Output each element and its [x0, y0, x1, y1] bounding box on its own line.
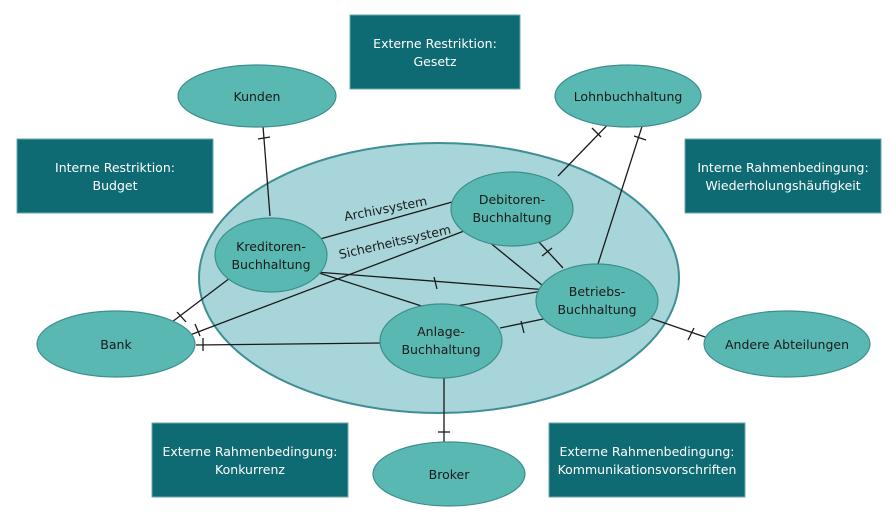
node-label: Kreditoren- [236, 239, 306, 254]
node-kunden: Kunden [177, 64, 337, 128]
box-interne-rahmenbedingung: Interne Rahmenbedingung: Wiederholungshä… [684, 138, 882, 214]
link-debitoren-betriebs-2 [538, 241, 564, 269]
link-kunden-kreditoren [262, 125, 271, 217]
link-bank-sicherheitssystem [189, 227, 473, 336]
node-label: Buchhaltung [401, 342, 480, 357]
tick [194, 323, 201, 337]
link-bank-anlage [195, 342, 384, 346]
node-label: Buchhaltung [472, 210, 551, 225]
tick [687, 327, 695, 341]
node-label: Andere Abteilungen [725, 337, 849, 352]
node-anlage-buchhaltung: Anlage- Buchhaltung [379, 303, 503, 379]
link-kreditoren-betriebs [315, 271, 549, 291]
node-label: Bank [100, 337, 132, 352]
box-line: Budget [93, 178, 138, 193]
link-kreditoren-anlage [315, 271, 435, 311]
node-kreditoren-buchhaltung: Kreditoren- Buchhaltung [214, 217, 328, 293]
box-externe-rahmenbedingung-konkurrenz: Externe Rahmenbedingung: Konkurrenz [151, 422, 349, 498]
node-label: Buchhaltung [231, 257, 310, 272]
node-label: Betriebs- [569, 284, 625, 299]
link-archivsystem [312, 196, 471, 242]
box-line: Externe Rahmenbedingung: [559, 444, 734, 459]
connection-ticks [176, 127, 695, 433]
tick [433, 276, 438, 290]
node-betriebs-buchhaltung: Betriebs- Buchhaltung [535, 263, 659, 339]
box-line: Externe Restriktion: [373, 36, 497, 51]
box-line: Wiederholungshäufigkeit [705, 178, 860, 193]
node-label: Kunden [234, 89, 281, 104]
box-interne-restriktion: Interne Restriktion: Budget [16, 138, 214, 214]
tick [257, 136, 271, 140]
link-betriebs-lohn [597, 113, 647, 265]
box-externe-rahmenbedingung-kommunikation: Externe Rahmenbedingung: Kommunikationsv… [548, 422, 746, 498]
node-label: Debitoren- [479, 192, 545, 207]
box-externe-restriktion: Externe Restriktion: Gesetz [349, 14, 521, 90]
node-label: Lohnbuchhaltung [574, 89, 683, 104]
node-broker: Broker [372, 441, 526, 507]
box-line: Externe Rahmenbedingung: [162, 444, 337, 459]
node-lohnbuchhaltung: Lohnbuchhaltung [554, 64, 702, 128]
tick [176, 311, 187, 323]
node-label: Anlage- [417, 324, 465, 339]
tick [541, 247, 553, 257]
tick [633, 135, 647, 141]
node-label: Broker [429, 467, 471, 482]
link-betriebs-andere [649, 317, 709, 339]
box-line: Gesetz [413, 54, 456, 69]
box-line: Interne Restriktion: [55, 160, 175, 175]
link-bank-kreditoren [167, 277, 231, 326]
link-anlage-betriebs-2 [499, 317, 549, 329]
node-andere-abteilungen: Andere Abteilungen [703, 310, 871, 378]
box-line: Konkurrenz [215, 462, 285, 477]
box-line: Kommunikationsvorschriften [558, 462, 737, 477]
node-bank: Bank [36, 310, 196, 378]
node-debitoren-buchhaltung: Debitoren- Buchhaltung [450, 171, 574, 247]
box-line: Interne Rahmenbedingung: [697, 160, 868, 175]
node-label: Buchhaltung [557, 302, 636, 317]
tick [591, 127, 602, 138]
tick [520, 320, 525, 334]
